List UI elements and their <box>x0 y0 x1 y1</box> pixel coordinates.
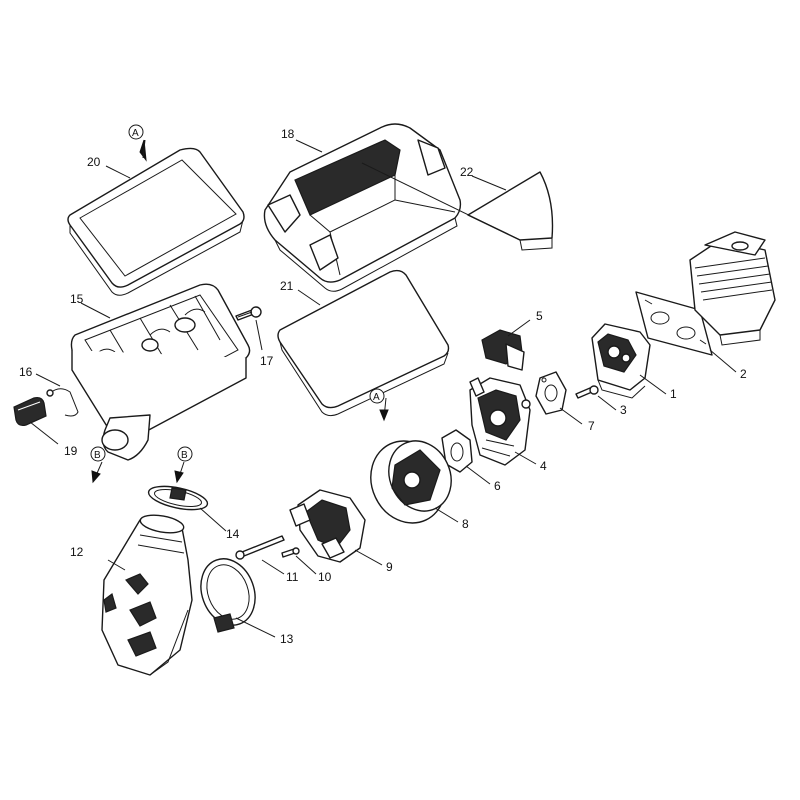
svg-text:B: B <box>181 450 188 461</box>
callout-11: 11 <box>286 570 299 584</box>
callout-numbers: 20 15 16 19 17 18 21 22 2 1 3 5 7 4 6 8 … <box>19 127 747 646</box>
part-20-filter-cover <box>67 147 245 296</box>
part-11-bolt <box>235 535 285 560</box>
reference-a-mid: A <box>369 388 389 422</box>
callout-10: 10 <box>318 570 332 584</box>
callout-2: 2 <box>740 367 747 381</box>
callout-5: 5 <box>536 309 543 323</box>
callout-13: 13 <box>280 632 294 646</box>
reference-b-left: B <box>90 446 106 484</box>
callout-6: 6 <box>494 479 501 493</box>
part-7-gasket <box>535 371 567 415</box>
part-5-cap <box>481 329 525 371</box>
part-2-gasket <box>635 291 713 356</box>
part-15-air-box <box>70 283 251 461</box>
svg-text:A: A <box>132 128 139 139</box>
engine-cylinder <box>689 231 776 346</box>
callout-15: 15 <box>70 292 84 306</box>
reference-a-top: A <box>128 124 147 162</box>
part-21-filter-pad <box>277 269 450 417</box>
part-22-filter-element <box>361 162 554 251</box>
part-9-adapter <box>289 489 366 563</box>
callout-16: 16 <box>19 365 33 379</box>
callout-21: 21 <box>280 279 294 293</box>
callout-17: 17 <box>260 354 274 368</box>
part-16-clip <box>46 388 79 417</box>
callout-4: 4 <box>540 459 547 473</box>
part-18-top-shroud <box>263 123 462 292</box>
part-1-intake-manifold <box>591 323 651 399</box>
part-3-screw <box>575 385 599 399</box>
reference-b-right: B <box>174 446 193 484</box>
callout-18: 18 <box>281 127 295 141</box>
callout-14: 14 <box>226 527 240 541</box>
part-13-hose-clamp <box>200 558 256 633</box>
part-17-screw <box>235 306 262 321</box>
part-12-elbow-duct <box>101 514 193 676</box>
svg-text:B: B <box>94 450 101 461</box>
callout-7: 7 <box>588 419 595 433</box>
callout-22: 22 <box>460 165 474 179</box>
callout-20: 20 <box>87 155 101 169</box>
part-19-latch <box>13 396 47 427</box>
part-10-screw <box>281 547 300 558</box>
callout-19: 19 <box>64 444 78 458</box>
part-8-filter-drum <box>370 440 452 524</box>
part-14-clamp <box>147 485 209 511</box>
callout-9: 9 <box>386 560 393 574</box>
callout-1: 1 <box>670 387 677 401</box>
callout-8: 8 <box>462 517 469 531</box>
leader-lines <box>29 139 737 638</box>
callout-12: 12 <box>70 545 84 559</box>
callout-3: 3 <box>620 403 627 417</box>
part-4-carburetor <box>469 377 531 466</box>
svg-text:A: A <box>373 392 380 403</box>
